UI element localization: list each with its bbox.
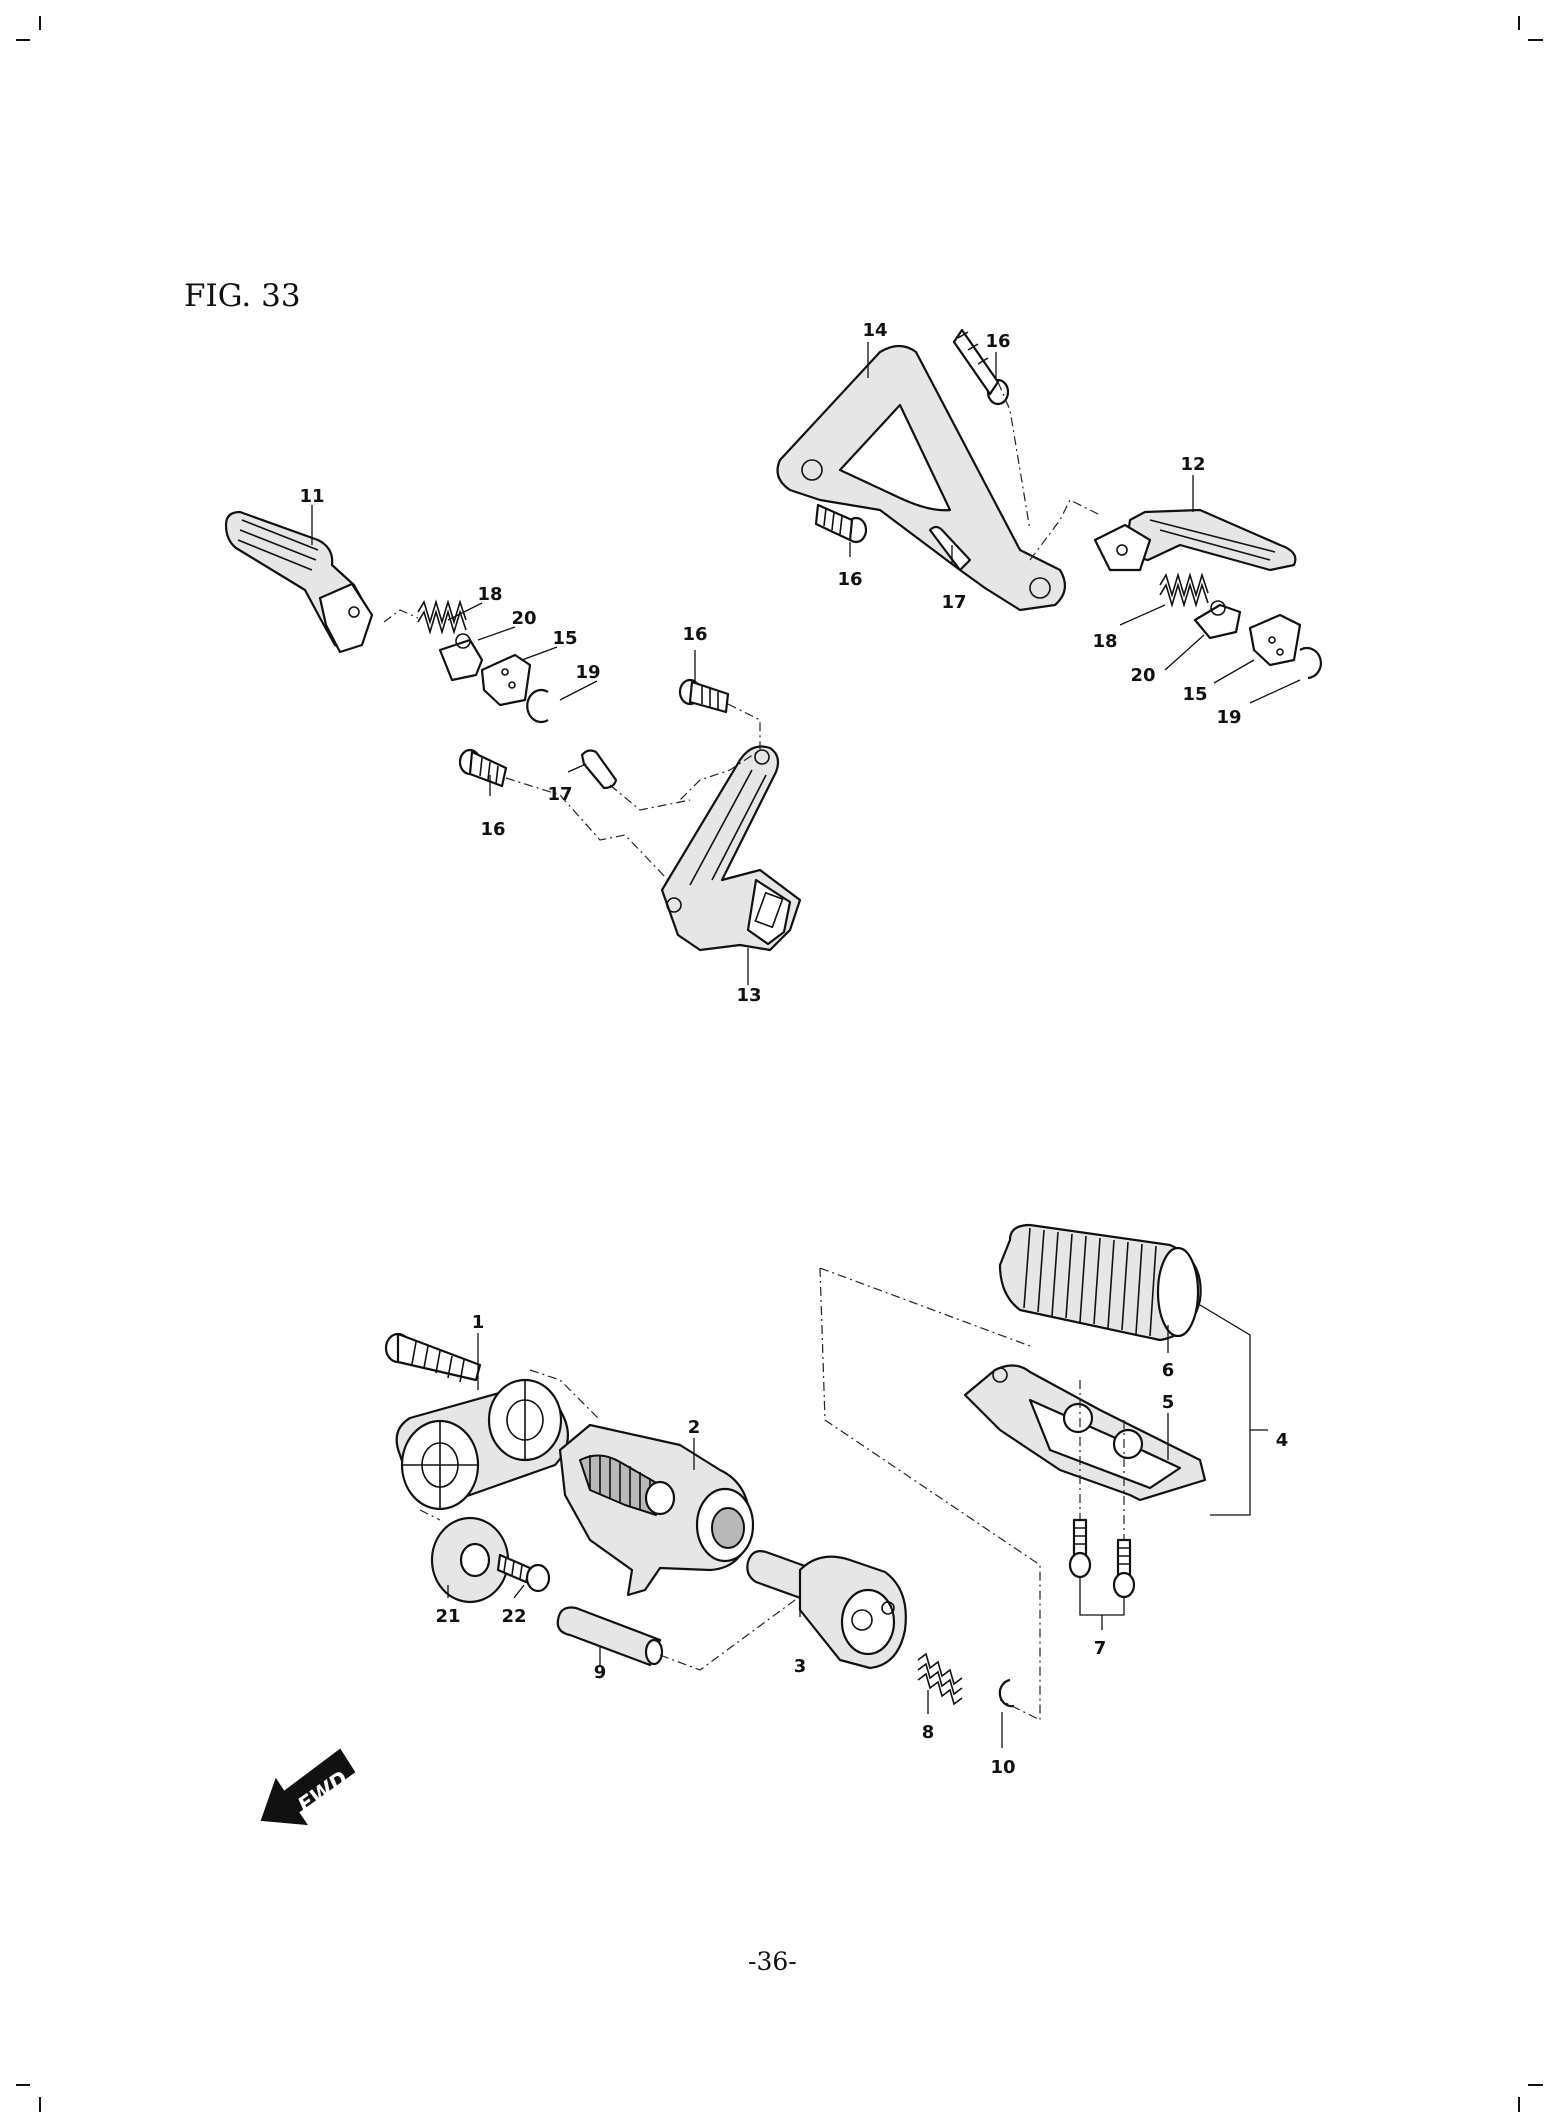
callout-21: 21: [435, 1606, 460, 1627]
callout-17-right: 17: [941, 592, 966, 613]
washer-21: [430, 1516, 510, 1604]
plate-15-left: [480, 653, 532, 707]
callout-3: 3: [794, 1656, 807, 1677]
left-footrest-assembly: [224, 510, 802, 952]
front-footrest-assembly: [384, 1223, 1268, 1721]
spring-18-right: [1159, 572, 1209, 608]
shaft-3: [746, 1550, 907, 1670]
callout-2: 2: [688, 1417, 701, 1438]
callout-19-left: 19: [575, 662, 600, 683]
footpeg-12: [1093, 508, 1297, 572]
callout-22: 22: [501, 1606, 526, 1627]
crop-marks: [16, 16, 1543, 2112]
callout-6: 6: [1162, 1360, 1175, 1381]
holder-2: [558, 1423, 755, 1597]
callout-16-left-lower: 16: [480, 819, 505, 840]
callout-16-left-upper: 16: [682, 624, 707, 645]
pin-9: [556, 1606, 664, 1667]
callout-15-left: 15: [552, 628, 577, 649]
bracket-14: [776, 344, 1067, 612]
page-number: -36-: [748, 1947, 797, 1976]
bolt-16-left-upper: [678, 678, 730, 714]
plate-20-left: [438, 638, 484, 682]
right-footrest-assembly: [776, 328, 1323, 680]
bolts-7: [1068, 1518, 1136, 1599]
callout-9: 9: [594, 1662, 607, 1683]
callout-18-right: 18: [1092, 631, 1117, 652]
callout-5: 5: [1162, 1392, 1175, 1413]
bolt-22: [496, 1553, 551, 1593]
callout-17-left: 17: [547, 784, 572, 805]
spring-8: [917, 1652, 963, 1706]
bolt-22-upper: [384, 1332, 482, 1383]
bolt-16-left-lower: [458, 748, 508, 788]
leader-lines: [311, 342, 1301, 1748]
plate-20-right: [1193, 603, 1242, 640]
callout-20-left: 20: [511, 608, 536, 629]
callout-numbers: 11 18 20 15 19 16 17 16 13 14 16 12 16 1…: [299, 320, 1288, 1778]
callout-14: 14: [862, 320, 887, 341]
clip-19-left: [526, 688, 549, 724]
callout-15-right: 15: [1182, 684, 1207, 705]
spring-18-left: [417, 599, 467, 635]
bracket-1: [395, 1378, 569, 1511]
rubber-6: [998, 1223, 1202, 1342]
callout-8: 8: [922, 1722, 935, 1743]
callout-20-right: 20: [1130, 665, 1155, 686]
figure-title: FIG. 33: [184, 278, 301, 314]
fwd-arrow: FWD: [260, 1748, 356, 1826]
callout-7: 7: [1094, 1638, 1107, 1659]
callout-19-right: 19: [1216, 707, 1241, 728]
footrest-base-5: [963, 1364, 1207, 1502]
callout-4: 4: [1276, 1430, 1289, 1451]
bolt-16-right-lower: [814, 503, 868, 544]
callout-18-left: 18: [477, 584, 502, 605]
callout-16-right-top: 16: [985, 331, 1010, 352]
clip-10: [998, 1678, 1015, 1708]
callout-1: 1: [472, 1312, 485, 1333]
callout-16-right-lower: 16: [837, 569, 862, 590]
callout-10: 10: [990, 1757, 1015, 1778]
callout-12: 12: [1180, 454, 1205, 475]
clip-19-right: [1299, 647, 1323, 680]
footpeg-11: [224, 510, 374, 654]
callout-13: 13: [736, 985, 761, 1006]
bracket-13: [660, 745, 802, 952]
pin-17-left: [580, 749, 618, 790]
callout-11: 11: [299, 486, 324, 507]
bolt-16-right-top: [952, 328, 1010, 406]
